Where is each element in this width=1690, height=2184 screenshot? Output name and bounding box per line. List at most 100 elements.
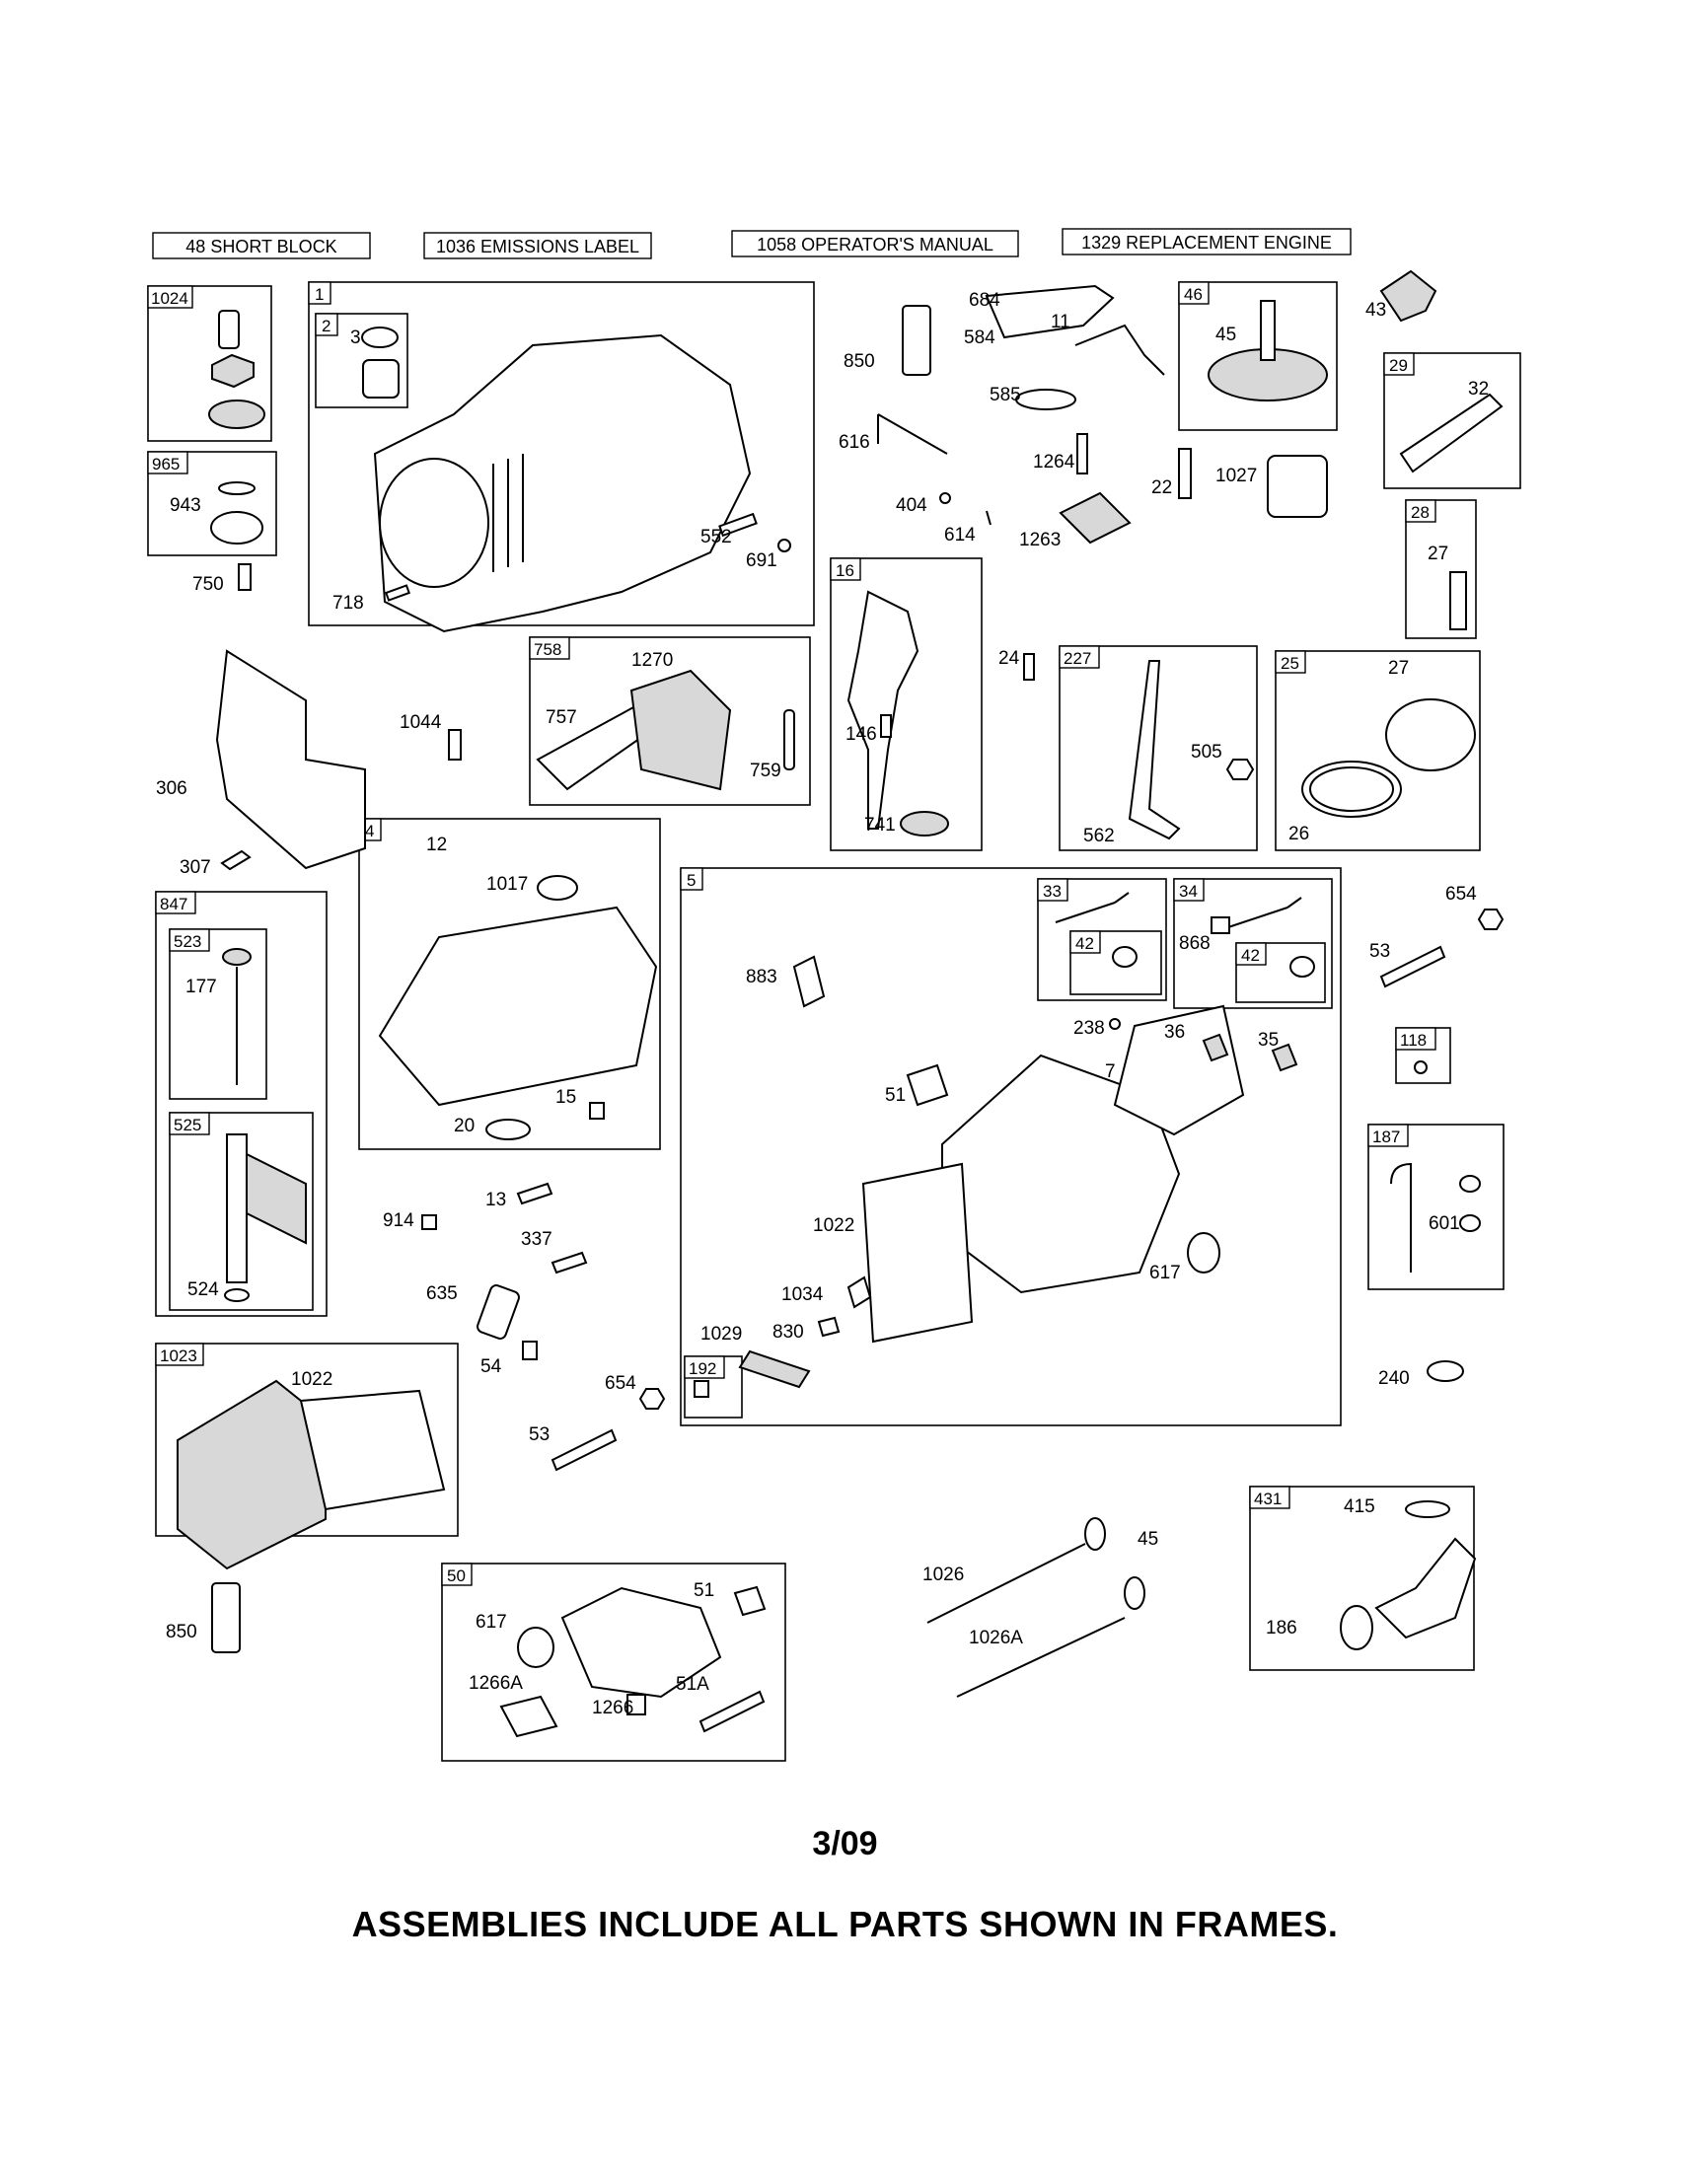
sump-drawing <box>378 906 658 1107</box>
tag-box-28 <box>1405 499 1436 523</box>
tag-box-42a <box>1069 930 1101 954</box>
frame-28 <box>1405 499 1477 639</box>
callout-43: 43 <box>1365 300 1386 321</box>
frame-50 <box>441 1563 786 1762</box>
frame-46 <box>1178 281 1338 431</box>
tag-box-1024 <box>147 285 193 309</box>
callout-238: 238 <box>1073 1018 1105 1039</box>
key-24-drawing <box>1023 653 1035 681</box>
dipstick-bracket-drawing <box>246 1152 307 1245</box>
callout-45-valve: 45 <box>1138 1529 1158 1550</box>
callout-1026: 1026 <box>922 1565 964 1585</box>
tag-box-34 <box>1173 878 1205 902</box>
callouts: 3 943 750 718 552 691 306 307 1044 757 1… <box>156 290 1489 1718</box>
dipstick-cap-drawing <box>222 948 252 966</box>
callout-552: 552 <box>700 527 732 547</box>
callout-635: 635 <box>426 1283 458 1304</box>
frame-tags: 1024 965 1 2 758 16 227 25 46 29 28 847 … <box>147 281 1436 1586</box>
callout-750: 750 <box>192 574 224 595</box>
callout-404: 404 <box>896 495 927 516</box>
breather-cover-drawing <box>208 400 265 429</box>
callout-53-right: 53 <box>1369 941 1390 962</box>
tag-box-50 <box>441 1563 473 1586</box>
header-boxes: 48 SHORT BLOCK 1036 EMISSIONS LABEL 1058… <box>152 228 1352 259</box>
connecting-rod-drawing <box>1399 393 1504 473</box>
tag-box-46 <box>1178 281 1210 305</box>
spring-36-drawing <box>1202 1033 1229 1062</box>
tube-11-drawing <box>1074 324 1165 376</box>
valve-34-drawing <box>1227 897 1302 928</box>
tag-46: 46 <box>1184 285 1203 304</box>
tag-box-227 <box>1059 645 1100 669</box>
gasket-943-drawing <box>218 481 256 495</box>
operators-manual-box <box>731 230 1019 257</box>
screw-1044-drawing <box>448 729 462 761</box>
callout-524: 524 <box>187 1279 219 1300</box>
valve-cover-gasket-1022-drawing <box>861 1162 974 1344</box>
plug-1017-drawing <box>537 875 578 901</box>
callout-3: 3 <box>350 328 361 348</box>
tag-box-525 <box>169 1112 210 1135</box>
dipstick-tube-drawing <box>226 1133 248 1283</box>
nut-654-left-drawing <box>638 1388 666 1410</box>
dowel-718-drawing <box>385 584 410 602</box>
tag-box-16 <box>830 557 861 581</box>
pushrod-1026-drawing <box>926 1543 1086 1624</box>
tag-1024: 1024 <box>151 289 188 308</box>
gear-741-drawing <box>900 811 949 837</box>
tag-box-192 <box>684 1355 725 1379</box>
tube-759-drawing <box>783 709 795 770</box>
tag-box-33 <box>1037 878 1068 902</box>
stud-53-right-drawing <box>1379 945 1446 988</box>
callout-146: 146 <box>845 724 877 745</box>
cylinder-fins-drawing <box>492 454 524 572</box>
governor-arm-drawing <box>1128 660 1181 840</box>
callout-22: 22 <box>1151 477 1172 498</box>
retainer-42b-drawing <box>1289 956 1315 978</box>
sealant-tube-850-drawing <box>902 305 931 376</box>
retainer-42a-drawing <box>1112 946 1138 968</box>
operators-manual-label: 1058 OPERATOR'S MANUAL <box>757 235 993 255</box>
callout-11: 11 <box>1051 312 1070 332</box>
tag-50: 50 <box>447 1566 466 1585</box>
pin-614-drawing <box>986 510 992 526</box>
callout-12: 12 <box>426 835 447 855</box>
clamp-601-a-drawing <box>1459 1175 1481 1193</box>
callout-45-cam: 45 <box>1215 325 1236 345</box>
callout-562: 562 <box>1083 826 1115 846</box>
tag-box-758 <box>529 636 570 660</box>
replacement-engine-label: 1329 REPLACEMENT ENGINE <box>1081 233 1332 253</box>
callout-584: 584 <box>964 328 995 348</box>
seal-524-drawing <box>224 1288 250 1302</box>
callout-1044: 1044 <box>400 712 442 733</box>
tag-box-847 <box>155 891 196 914</box>
callout-505: 505 <box>1191 742 1222 763</box>
tag-431: 431 <box>1254 1490 1282 1508</box>
frame-431 <box>1249 1486 1475 1671</box>
callout-51-intake: 51 <box>694 1580 714 1601</box>
tag-box-965 <box>147 451 188 474</box>
gasket-51-intake-drawing <box>733 1585 767 1617</box>
callout-757: 757 <box>546 707 577 728</box>
frames <box>147 281 1521 1762</box>
tag-33: 33 <box>1043 882 1062 901</box>
hose-187-drawing <box>1390 1162 1412 1273</box>
part-415-drawing <box>626 1694 646 1715</box>
part-drawings <box>177 269 1505 1738</box>
nut-654-right-drawing <box>1477 909 1505 930</box>
oring-617-head-drawing <box>1187 1232 1220 1274</box>
gasket-1266-drawing <box>1340 1605 1373 1650</box>
frame-187 <box>1367 1124 1505 1290</box>
oring-617-intake-drawing <box>517 1627 554 1668</box>
callout-307: 307 <box>180 857 211 878</box>
wrist-pin-drawing <box>1449 571 1467 630</box>
elbow-431-drawing <box>1374 1537 1477 1639</box>
emissions-label-box <box>423 232 652 259</box>
callout-830: 830 <box>772 1322 804 1343</box>
oil-filter-1027-drawing <box>1267 455 1328 518</box>
callout-27-pin: 27 <box>1428 544 1448 564</box>
fitting-830-drawing <box>817 1316 841 1338</box>
tag-box-1 <box>308 281 331 305</box>
short-block-label: 48 SHORT BLOCK <box>185 237 336 256</box>
frame-2 <box>315 313 408 408</box>
